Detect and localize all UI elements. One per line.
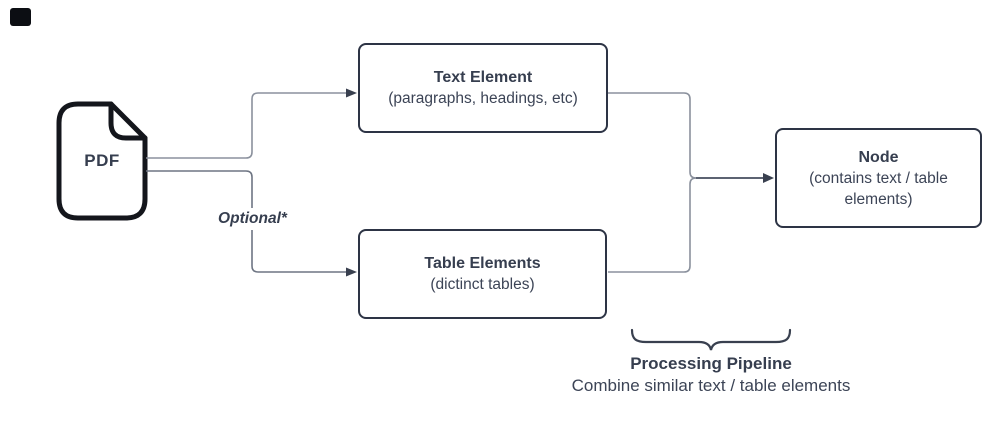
edge-pdf-to-text-element: [146, 92, 346, 159]
pdf-icon-outline: [56, 101, 148, 221]
node-title: Node: [858, 148, 899, 166]
node-node: Node (contains text / table elements): [775, 128, 982, 228]
processing-pipeline-title: Processing Pipeline: [630, 354, 792, 373]
arrowhead-text-element: [346, 88, 357, 98]
node-table-elements: Table Elements (dictinct tables): [358, 229, 607, 319]
pdf-document-icon: [56, 101, 148, 221]
underbrace-icon: [630, 328, 792, 351]
edge-label-optional: Optional*: [205, 208, 300, 230]
table-elements-title: Table Elements: [424, 255, 541, 272]
table-elements-subtitle: (dictinct tables): [430, 276, 535, 293]
edge-table-elements-to-node: [608, 177, 763, 273]
text-element-title: Text Element: [433, 69, 533, 86]
edge-text-element-to-node: [608, 92, 763, 179]
processing-pipeline-subtitle: Combine similar text / table elements: [571, 376, 851, 395]
arrowhead-table-elements: [346, 267, 357, 277]
node-subtitle: (contains text / table elements): [809, 169, 948, 208]
text-element-subtitle: (paragraphs, headings, etc): [388, 90, 578, 107]
arrowhead-node: [763, 173, 774, 183]
node-text-element: Text Element (paragraphs, headings, etc): [358, 43, 608, 133]
pdf-node-label: PDF: [84, 151, 120, 170]
pdf-icon-fold: [108, 101, 148, 141]
corner-mark: [10, 8, 31, 26]
